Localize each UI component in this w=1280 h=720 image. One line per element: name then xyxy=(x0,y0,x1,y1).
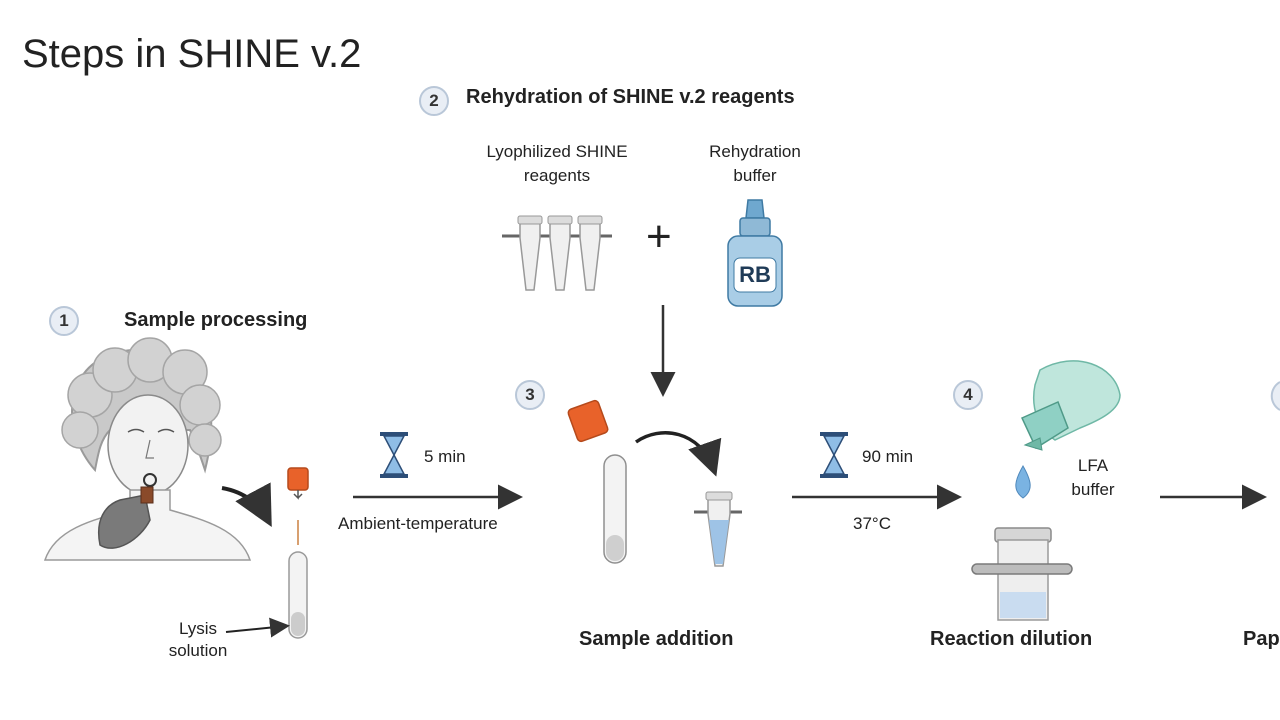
lfa-buffer-dropper xyxy=(1015,360,1121,499)
sample-addition-illustration xyxy=(567,399,742,567)
step-2-title: Rehydration of SHINE v.2 reagents xyxy=(466,86,795,108)
step-4-number: 4 xyxy=(953,380,983,410)
rb-label: RB xyxy=(739,262,771,287)
lysis-pointer xyxy=(225,617,290,638)
arrow-1-time: 5 min xyxy=(424,447,466,466)
lfa-label-line2: buffer xyxy=(1071,480,1115,499)
step-1-title: Sample processing xyxy=(124,309,308,331)
rehydration-label-line1: Rehydration xyxy=(709,142,801,161)
reaction-dilution-caption: Reaction dilution xyxy=(930,628,1093,650)
arrow-2-condition: 37°C xyxy=(853,514,891,533)
arrow-2-time: 90 min xyxy=(862,447,914,466)
step-2-number: 2 xyxy=(419,86,449,116)
hourglass-icon xyxy=(820,432,848,478)
lysis-label-line2: solution xyxy=(168,641,228,660)
rehydration-buffer-bottle xyxy=(727,199,783,307)
arrow-1-condition: Ambient-temperature xyxy=(338,514,498,533)
person-illustration xyxy=(43,337,252,561)
lyophilized-label-line1: Lyophilized SHINE xyxy=(486,142,628,161)
rehydration-label-line2: buffer xyxy=(733,166,777,185)
cut-off-caption: Pap xyxy=(1243,628,1280,650)
step-1-number: 1 xyxy=(49,306,79,336)
lfa-buffer-label: LFA buffer xyxy=(1058,454,1128,502)
lyophilized-label-line2: reagents xyxy=(523,166,591,185)
plus-sign: + xyxy=(646,212,672,261)
dilution-tube xyxy=(971,527,1073,621)
rehydration-label: Rehydration buffer xyxy=(690,140,820,188)
step-3-number: 3 xyxy=(515,380,545,410)
lyophilized-label: Lyophilized SHINE reagents xyxy=(462,140,652,188)
lysis-label: Lysis solution xyxy=(160,618,236,662)
lysis-tube xyxy=(287,467,309,639)
step-5-number-partial xyxy=(1270,381,1280,411)
curved-arrow xyxy=(221,482,272,528)
hourglass-icon xyxy=(380,432,408,478)
lysis-label-line1: Lysis xyxy=(178,619,218,638)
sample-addition-caption: Sample addition xyxy=(579,628,734,650)
lyophilized-tubes xyxy=(502,215,612,291)
lfa-label-line1: LFA xyxy=(1077,456,1109,475)
page-title: Steps in SHINE v.2 xyxy=(22,32,362,76)
